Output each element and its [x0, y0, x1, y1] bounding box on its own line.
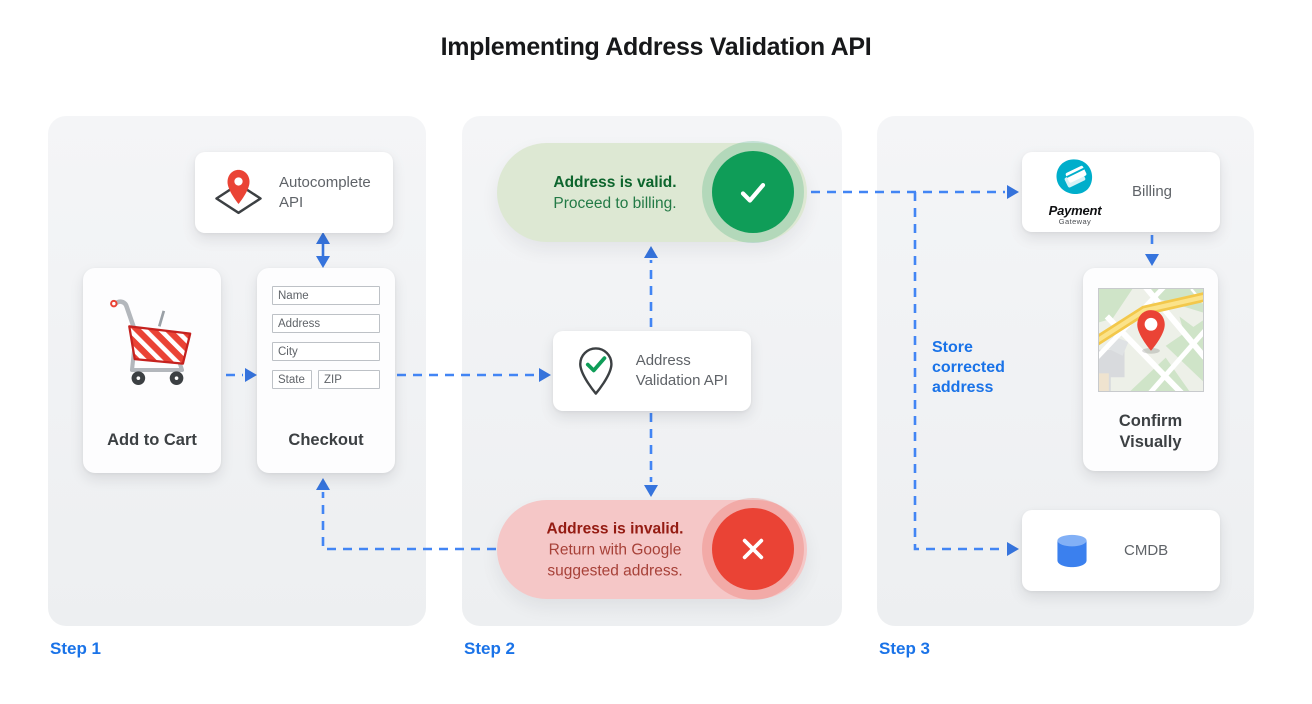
address-invalid-title: Address is invalid.	[546, 520, 684, 537]
database-cylinder-icon	[1057, 534, 1087, 567]
state-field: State	[272, 370, 312, 389]
payment-gateway-logo: Payment Gateway	[1042, 158, 1108, 226]
diagram-title: Implementing Address Validation API	[440, 33, 872, 61]
address-valid-title: Address is valid.	[553, 173, 677, 191]
payment-gateway-blob-icon	[1056, 159, 1093, 195]
address-field: Address	[272, 314, 380, 333]
billing-card: Payment Gateway Billing	[1022, 152, 1220, 232]
checkout-form: Name Address City State ZIP	[272, 286, 380, 389]
address-valid-subtitle: Proceed to billing.	[553, 194, 677, 212]
step1-label: Step 1	[50, 639, 102, 658]
step3-label: Step 3	[879, 639, 931, 658]
address-invalid-subtitle: Return with Google suggested address.	[547, 541, 683, 579]
address-invalid-text: Address is invalid. Return with Google s…	[515, 518, 715, 581]
billing-label: Billing	[1132, 183, 1173, 200]
zip-field: ZIP	[318, 370, 380, 389]
check-circle-icon	[712, 151, 794, 233]
name-field: Name	[272, 286, 380, 305]
address-validation-api-label: Address Validation API	[635, 352, 728, 389]
address-valid-text: Address is valid. Proceed to billing.	[515, 172, 715, 214]
city-field: City	[272, 342, 380, 361]
map-pin-check-icon	[579, 347, 613, 395]
add-to-cart-card: Add to Cart	[83, 268, 221, 473]
cmdb-label: CMDB	[1124, 541, 1169, 559]
address-valid-pill: Address is valid. Proceed to billing.	[497, 143, 807, 242]
x-circle-icon	[712, 508, 794, 590]
state-zip-row: State ZIP	[272, 370, 380, 389]
payment-gateway-subtitle: Gateway	[1058, 217, 1092, 227]
confirm-visually-label: Confirm Visually	[1118, 412, 1183, 451]
store-corrected-address-note: Store corrected address	[932, 339, 1005, 396]
payment-gateway-title: Payment	[1048, 203, 1102, 219]
add-to-cart-label: Add to Cart	[107, 431, 197, 449]
confirm-visually-card: Confirm Visually	[1083, 268, 1218, 471]
checkout-label: Checkout	[288, 431, 364, 449]
cmdb-card: CMDB	[1022, 510, 1220, 591]
map-thumbnail	[1097, 288, 1204, 392]
step2-label: Step 2	[464, 639, 516, 658]
checkout-card: Name Address City State ZIP Checkout	[257, 268, 395, 473]
autocomplete-api-card: Autocomplete API	[195, 152, 393, 233]
address-invalid-pill: Address is invalid. Return with Google s…	[497, 500, 807, 599]
address-validation-api-card: Address Validation API	[553, 331, 751, 411]
autocomplete-api-label: Autocomplete API	[279, 173, 371, 211]
map-pin-diamond-icon	[215, 169, 262, 214]
shopping-cart-icon	[110, 299, 192, 385]
